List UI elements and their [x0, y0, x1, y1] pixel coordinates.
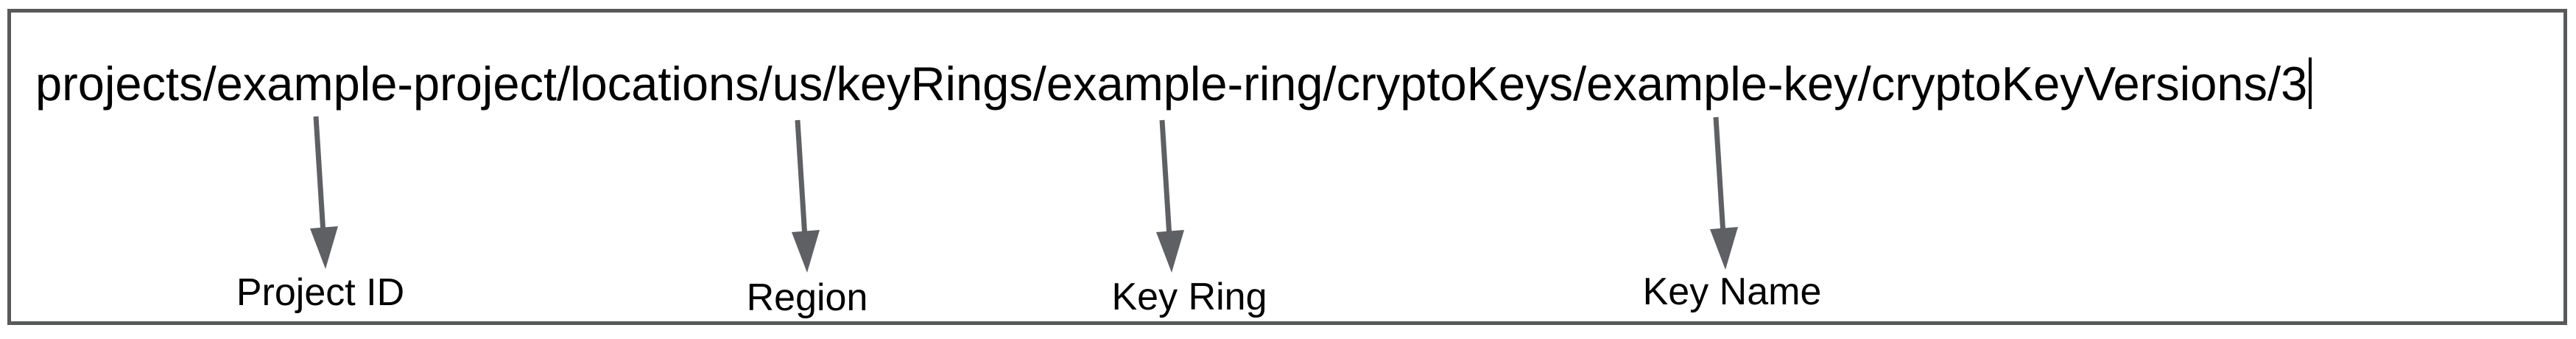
label-project-id: Project ID — [236, 271, 405, 314]
arrow-key-name-icon — [1710, 116, 1738, 270]
arrow-key-ring-icon — [1156, 119, 1184, 273]
arrow-region-icon — [792, 119, 820, 273]
label-key-ring: Key Ring — [1111, 276, 1267, 318]
label-key-name: Key Name — [1642, 270, 1822, 313]
resource-path-text: projects/example-project/locations/us/ke… — [35, 57, 2308, 111]
arrow-project-id-icon — [310, 116, 338, 269]
resource-path-input[interactable]: projects/example-project/locations/us/ke… — [35, 57, 2312, 109]
text-cursor — [2309, 57, 2312, 109]
label-region: Region — [746, 276, 868, 319]
diagram-border-box: projects/example-project/locations/us/ke… — [7, 9, 2567, 325]
